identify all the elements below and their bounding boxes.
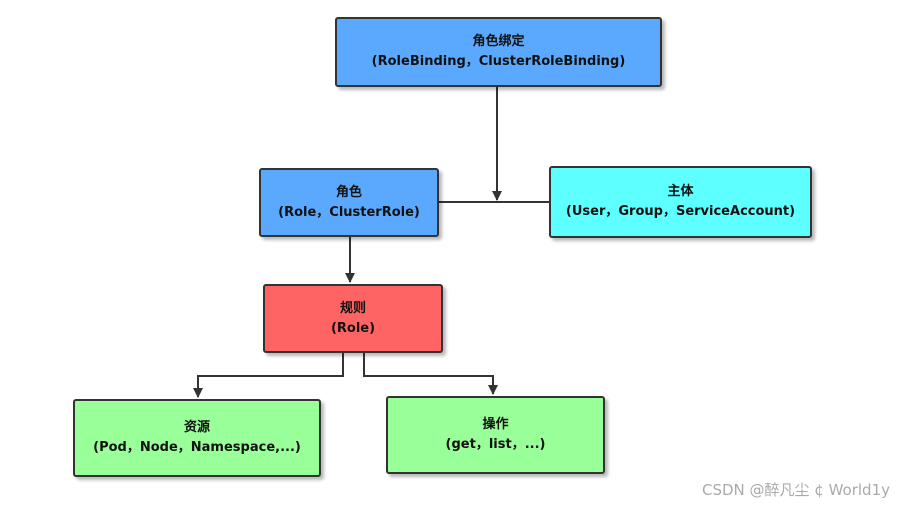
- role-binding-node: 角色绑定 (RoleBinding，ClusterRoleBinding): [335, 17, 662, 87]
- role-subtitle: (Role，ClusterRole): [278, 204, 420, 220]
- subject-subtitle: (User，Group，ServiceAccount): [565, 204, 796, 219]
- operation-node: 操作 (get，list，...): [386, 396, 605, 474]
- rule-to-operation-arrow: [363, 353, 498, 395]
- resource-title: 资源: [183, 420, 210, 435]
- rule-node: 规则 (Role): [263, 284, 443, 353]
- role-node: 角色 (Role，ClusterRole): [259, 168, 439, 237]
- role-binding-subtitle: (RoleBinding，ClusterRoleBinding): [371, 54, 626, 69]
- rule-subtitle: (Role): [330, 320, 376, 336]
- role-title: 角色: [335, 184, 362, 200]
- subject-title: 主体: [667, 184, 694, 199]
- operation-title: 操作: [482, 417, 509, 432]
- rule-title: 规则: [339, 300, 366, 316]
- rule-to-resource-arrow: [193, 353, 344, 398]
- resource-node: 资源 (Pod，Node，Namespace,...): [73, 399, 321, 477]
- watermark-text: CSDN @醉凡尘 ¢ World1y: [701, 481, 890, 499]
- operation-subtitle: (get，list，...): [445, 437, 546, 452]
- role-binding-title: 角色绑定: [472, 34, 525, 49]
- resource-subtitle: (Pod，Node，Namespace,...): [93, 440, 301, 455]
- subject-node: 主体 (User，Group，ServiceAccount): [549, 166, 812, 238]
